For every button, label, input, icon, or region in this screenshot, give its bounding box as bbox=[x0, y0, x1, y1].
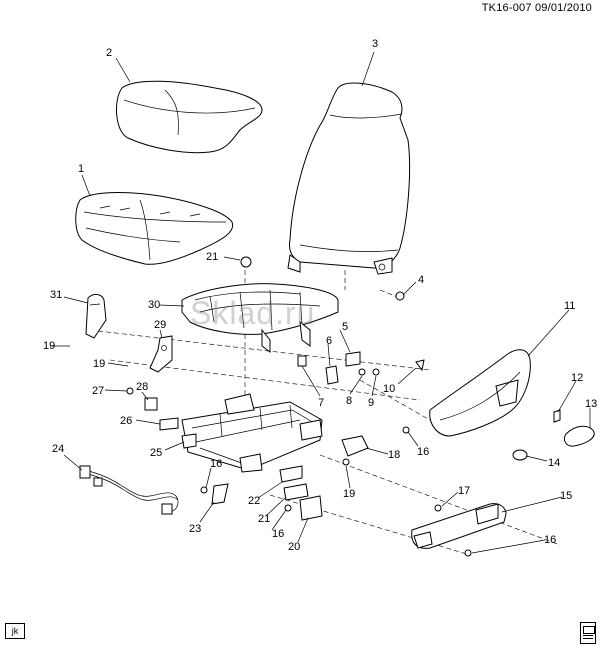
callout-19-left: 19 bbox=[43, 340, 55, 352]
callout-31: 31 bbox=[50, 289, 62, 301]
track-bracket bbox=[341, 435, 369, 457]
callout-15: 15 bbox=[560, 490, 572, 502]
lower-brackets bbox=[211, 465, 323, 521]
callout-21-top: 21 bbox=[206, 251, 218, 263]
seat-cushion-cover bbox=[116, 80, 263, 154]
recliner-bracket bbox=[149, 335, 173, 373]
callout-5: 5 bbox=[342, 321, 348, 333]
callout-2: 2 bbox=[106, 47, 112, 59]
callout-24: 24 bbox=[52, 443, 64, 455]
callout-labels: 2 3 1 21 4 5 6 7 8 9 10 11 12 13 14 15 1… bbox=[43, 38, 597, 553]
watermark-text: Sklad.ru bbox=[190, 295, 316, 331]
callout-13: 13 bbox=[585, 398, 597, 410]
callout-9: 9 bbox=[368, 397, 374, 409]
callout-19-right: 19 bbox=[343, 488, 355, 500]
leader-lines bbox=[50, 51, 591, 554]
callout-23: 23 bbox=[189, 523, 201, 535]
callout-20: 20 bbox=[288, 541, 300, 553]
callout-21-lower: 21 bbox=[258, 513, 270, 525]
callout-7: 7 bbox=[318, 397, 324, 409]
diagram-header: TK16-007 09/01/2010 bbox=[482, 2, 592, 14]
callout-10: 10 bbox=[383, 383, 395, 395]
callout-28: 28 bbox=[136, 381, 148, 393]
outer-side-shield bbox=[429, 349, 531, 437]
callout-16-right: 16 bbox=[544, 534, 556, 546]
callout-11: 11 bbox=[564, 300, 575, 312]
small-hardware bbox=[200, 256, 472, 557]
callout-16-left: 16 bbox=[210, 458, 222, 470]
document-icon[interactable] bbox=[580, 622, 596, 644]
diagram-date: 09/01/2010 bbox=[534, 2, 592, 14]
callout-4: 4 bbox=[418, 274, 424, 286]
callout-8: 8 bbox=[346, 395, 352, 407]
callout-3: 3 bbox=[372, 38, 378, 50]
callout-6: 6 bbox=[326, 335, 332, 347]
seat-frame bbox=[181, 283, 339, 353]
callout-16-lower: 16 bbox=[272, 528, 284, 540]
callout-27: 27 bbox=[92, 385, 104, 397]
callout-29: 29 bbox=[154, 319, 166, 331]
callout-19-mid: 19 bbox=[93, 358, 105, 370]
seat-adjuster bbox=[181, 393, 323, 473]
callout-26: 26 bbox=[120, 415, 132, 427]
callout-30: 30 bbox=[148, 299, 160, 311]
shield-knobs bbox=[512, 409, 595, 461]
callout-16-shield: 16 bbox=[417, 446, 429, 458]
seat-back bbox=[287, 82, 411, 275]
side-trim-left bbox=[85, 293, 107, 339]
callout-1: 1 bbox=[78, 163, 84, 175]
adjuster-switch bbox=[126, 387, 179, 431]
callout-14: 14 bbox=[548, 457, 560, 469]
diagram-code: TK16-007 bbox=[481, 2, 532, 14]
footer-tag: jk bbox=[5, 623, 25, 639]
callout-25: 25 bbox=[150, 447, 162, 459]
callout-12: 12 bbox=[571, 372, 583, 384]
callout-17: 17 bbox=[458, 485, 470, 497]
seat-cushion-pad bbox=[75, 192, 234, 265]
callout-22: 22 bbox=[248, 495, 260, 507]
inner-trim-panel bbox=[411, 503, 507, 549]
callout-18: 18 bbox=[388, 449, 400, 461]
wiring-harness bbox=[79, 465, 179, 515]
